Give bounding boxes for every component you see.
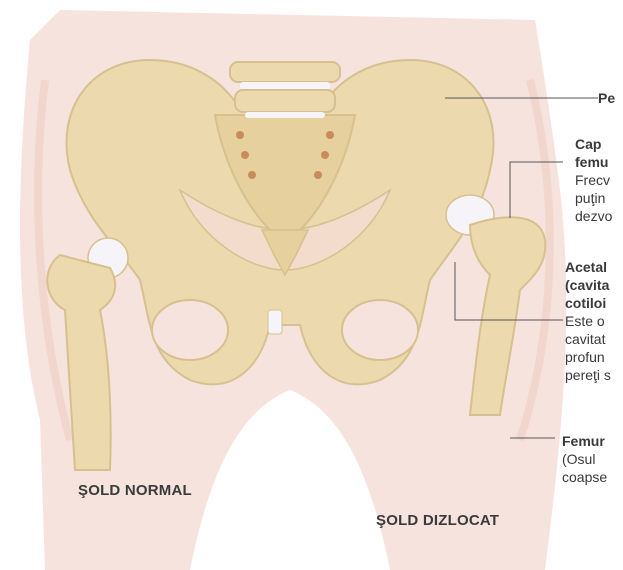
label-acetabulum-text-3: profun [565, 348, 611, 366]
label-acetabulum-text-2: cavitat [565, 330, 611, 348]
caption-dislocated-hip: ŞOLD DIZLOCAT [376, 512, 499, 529]
label-femoral-head: Cap femu Frecv puţin dezvo [575, 135, 612, 225]
label-acetabulum-title-1: Acetal [565, 258, 611, 276]
pubic-symphysis [268, 310, 282, 334]
label-femoral-head-text-2: puţin [575, 189, 612, 207]
label-acetabulum-text-1: Este o [565, 312, 611, 330]
label-femur: Femur (Osul coapse [562, 432, 607, 486]
caption-normal-hip: ŞOLD NORMAL [78, 482, 192, 499]
label-femoral-head-text-1: Frecv [575, 171, 612, 189]
label-femoral-head-text-3: dezvo [575, 207, 612, 225]
label-acetabulum-title-3: cotiloi [565, 294, 611, 312]
label-acetabulum-text-4: pereţi s [565, 366, 611, 384]
label-femoral-head-title-2: femu [575, 153, 612, 171]
label-acetabulum: Acetal (cavita cotiloi Este o cavitat pr… [565, 258, 611, 384]
label-pelvis: Pe [598, 89, 615, 107]
label-acetabulum-title-2: (cavita [565, 276, 611, 294]
label-femur-text-1: (Osul [562, 450, 607, 468]
label-femur-title: Femur [562, 432, 607, 450]
label-pelvis-title: Pe [598, 89, 615, 107]
lumbar-vertebrae [230, 62, 340, 118]
label-femoral-head-title-1: Cap [575, 135, 612, 153]
label-femur-text-2: coapse [562, 468, 607, 486]
